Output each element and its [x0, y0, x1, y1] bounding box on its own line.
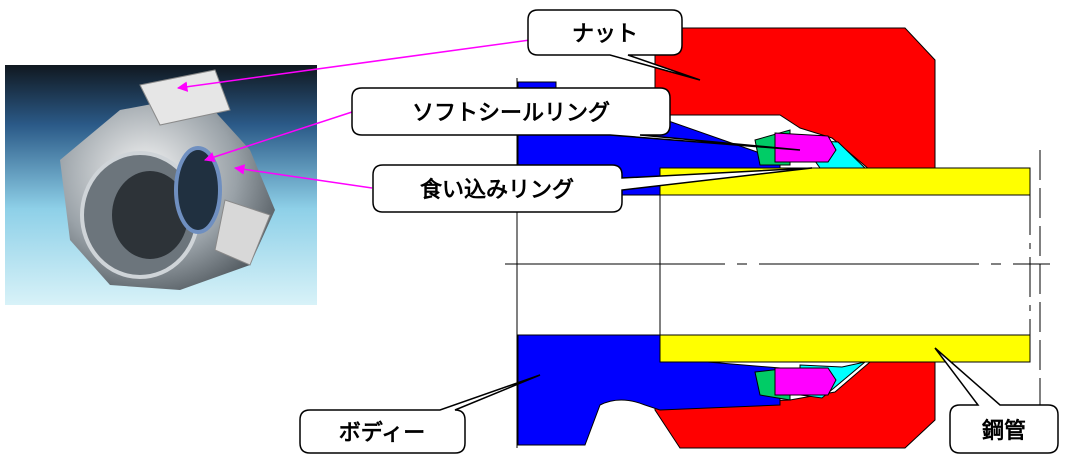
- callout-soft-seal-ring-bubble: [351, 87, 801, 151]
- callout-soft-seal-ring-label: ソフトシールリング: [412, 100, 610, 126]
- photo-inner-bore: [112, 171, 188, 259]
- callout-bite-ring-label: 食い込みリング: [420, 177, 574, 203]
- callout-body: ボディー: [299, 374, 541, 454]
- photo-bite-ring: [174, 146, 222, 234]
- callout-nut-bubble: [527, 9, 701, 81]
- callout-steel-pipe-bubble: [934, 347, 1059, 454]
- callout-bite-ring-bubble: [372, 164, 813, 213]
- callout-nut-label: ナット: [572, 22, 638, 47]
- callout-steel-pipe: 鋼管: [934, 347, 1059, 454]
- fitting-photo: [5, 65, 317, 305]
- soft-seal-ring-section-bottom: [774, 367, 837, 396]
- photo-cut-wall: [214, 199, 271, 266]
- callout-soft-seal-ring: ソフトシールリング: [351, 87, 801, 151]
- arrow-soft-seal: [204, 111, 353, 163]
- cross-section: [505, 27, 1050, 449]
- callout-steel-pipe-label: 鋼管: [981, 418, 1026, 444]
- steel-pipe-bottom-wall: [659, 334, 1031, 363]
- callout-body-label: ボディー: [339, 420, 425, 446]
- soft-seal-ring-section-top: [774, 132, 837, 163]
- callout-bite-ring: 食い込みリング: [372, 164, 813, 213]
- photo-arrows: [176, 39, 531, 189]
- callout-nut: ナット: [527, 9, 701, 81]
- arrow-bite-ring: [233, 164, 373, 189]
- arrow-nut: [176, 39, 531, 92]
- callout-body-bubble: [299, 374, 541, 454]
- steel-pipe-top-wall: [659, 167, 1031, 196]
